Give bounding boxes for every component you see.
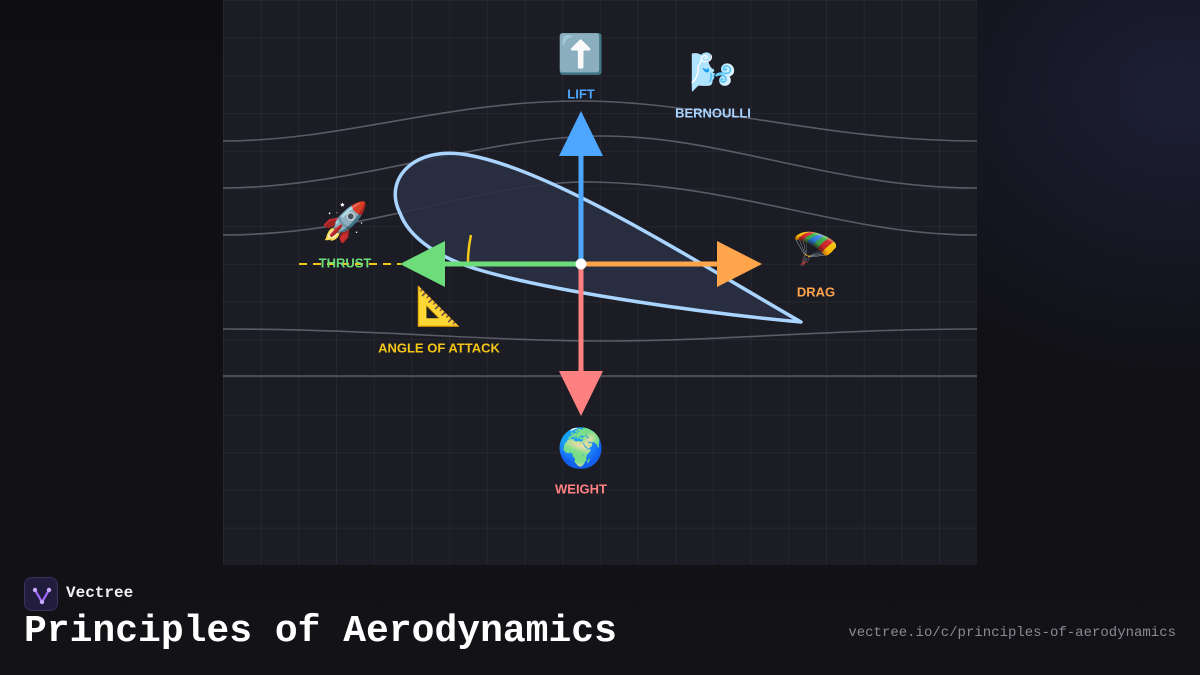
thrust-arrowhead — [400, 241, 445, 287]
drag-label: DRAG — [796, 284, 836, 300]
parachute-icon: 🪂 — [792, 228, 840, 272]
bernoulli-label: BERNOULLI — [675, 105, 751, 121]
aerodynamics-diagram — [223, 100, 977, 416]
up-arrow-icon: ⬆️ — [557, 32, 605, 76]
logo-mark — [32, 587, 52, 605]
lift-arrowhead — [559, 111, 603, 156]
course-url: vectree.io/c/principles-of-aerodynamics — [848, 625, 1176, 641]
thrust-label: THRUST — [318, 255, 372, 271]
streamline — [223, 100, 977, 142]
weight-label: WEIGHT — [555, 481, 607, 497]
earth-globe-icon: 🌍 — [557, 426, 605, 470]
streamline — [223, 328, 977, 342]
page-title: Principles of Aerodynamics — [24, 610, 617, 653]
vectree-logo-icon — [24, 577, 58, 611]
wind-icon: 🌬️ — [689, 50, 737, 94]
streamline — [223, 135, 977, 189]
angle-of-attack-label: ANGLE OF ATTACK — [378, 340, 500, 356]
airfoil — [393, 151, 803, 324]
rocket-icon: 🚀 — [321, 200, 369, 244]
drag-arrowhead — [717, 241, 762, 287]
lift-label: LIFT — [567, 86, 595, 102]
triangle-ruler-icon: 📐 — [415, 284, 463, 328]
weight-arrowhead — [559, 371, 603, 416]
angle-of-attack-arc — [466, 234, 473, 263]
brand-name: Vectree — [66, 584, 134, 602]
streamline — [223, 181, 977, 236]
center-of-pressure-dot — [575, 258, 587, 270]
diagram-canvas: ⬆️ 🌬️ 🚀 🪂 📐 🌍 LIFT BERNOULLI THRUST DRAG… — [223, 0, 977, 565]
